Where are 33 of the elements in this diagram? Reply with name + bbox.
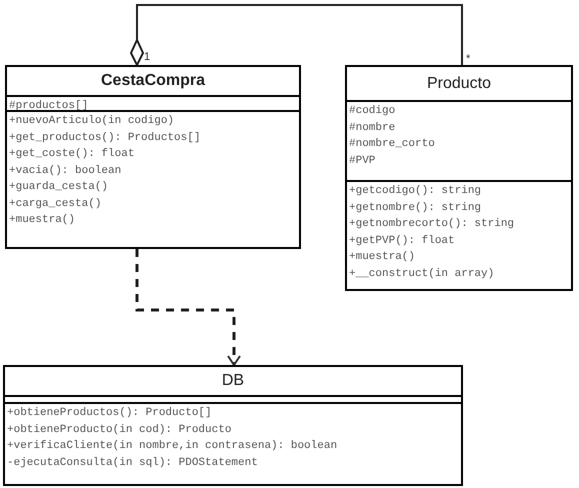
multiplicity-label: 1	[144, 52, 150, 63]
class-member: +guarda_cesta()	[9, 180, 110, 195]
class-box	[345, 65, 573, 291]
class-member: #nombre_corto	[349, 137, 436, 152]
class-member: +muestra()	[9, 213, 76, 228]
multiplicity-label: *	[466, 54, 470, 65]
aggregation-line	[130, 4, 463, 66]
class-name: DB	[222, 371, 244, 391]
class-member: #codigo	[349, 104, 396, 119]
class-member: +vacia(): boolean	[9, 164, 122, 178]
class-member: +getnombrecorto(): string	[349, 217, 516, 232]
class-member: +getcodigo(): string	[349, 184, 482, 199]
class-member: +get_productos(): Productos[]	[9, 130, 202, 146]
class-compartment	[7, 95, 299, 110]
class-name: Producto	[426, 74, 492, 94]
class-member: #nombre	[349, 120, 396, 136]
class-member: +obtieneProducto(in cod): Producto	[7, 422, 232, 438]
class-box	[3, 365, 463, 486]
class-member: +carga_cesta()	[9, 196, 102, 212]
class-member: -ejecutaConsulta(in sql): PDOStatement	[7, 456, 259, 470]
class-member: +getnombre(): string	[349, 200, 482, 216]
class-name: CestaCompra	[100, 71, 206, 91]
class-member: +__construct(in array)	[349, 266, 496, 282]
class-member: +muestra()	[349, 250, 416, 265]
class-box	[5, 65, 301, 249]
class-member: +getPVP(): float	[349, 234, 456, 248]
class-member: +verificaCliente(in nombre,in contrasena): boolean	[7, 439, 338, 454]
class-member: +get_coste(): float	[9, 147, 136, 162]
class-member: +nuevoArticulo(in codigo)	[9, 114, 176, 129]
class-member: #PVP	[349, 154, 376, 168]
class-member: +obtieneProductos(): Producto[]	[7, 406, 213, 421]
dependency-arrow	[136, 249, 241, 366]
class-member: #productos[]	[9, 99, 90, 114]
